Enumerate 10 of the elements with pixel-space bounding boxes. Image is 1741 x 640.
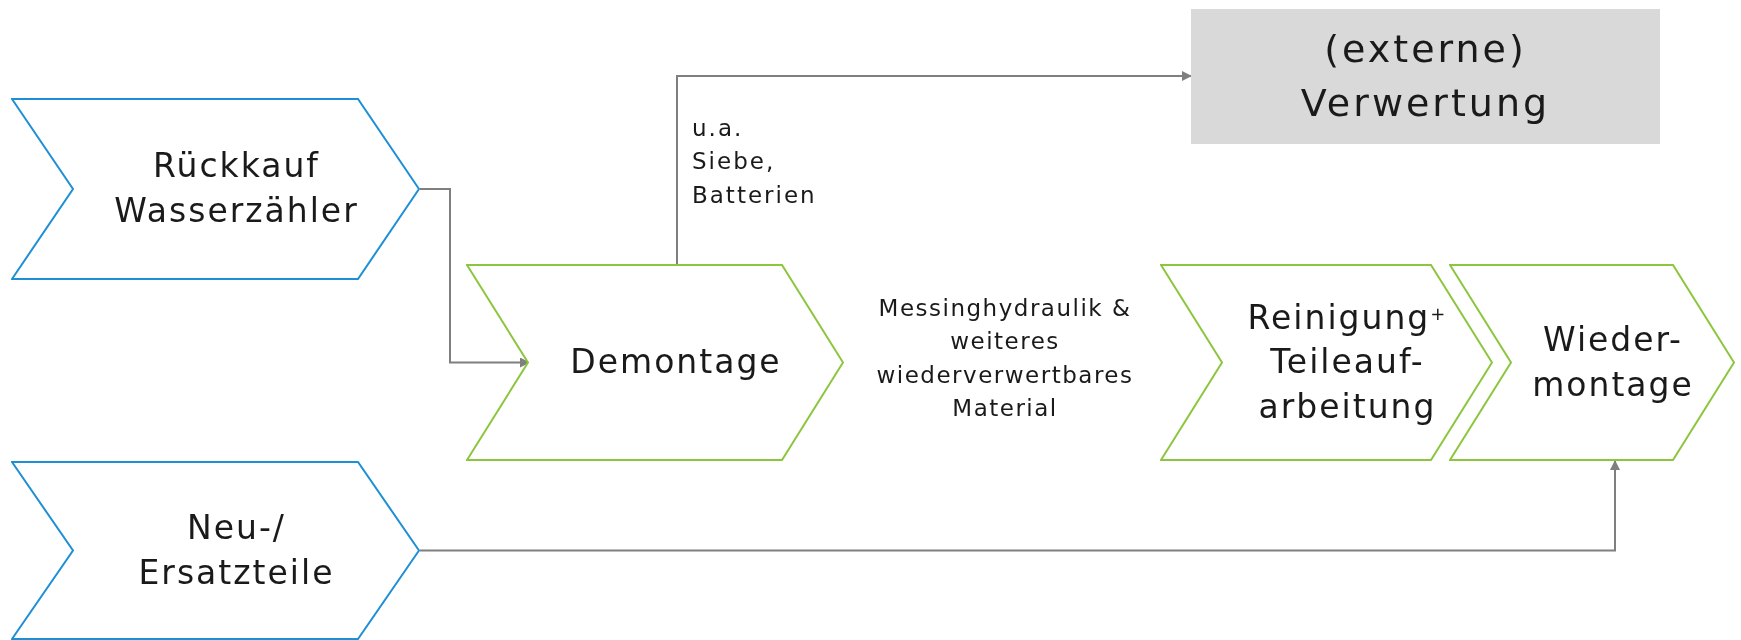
step-label: Wieder- montage <box>1532 318 1694 406</box>
output-label: (externe) Verwertung <box>1300 26 1551 127</box>
arrow <box>419 460 1620 552</box>
step-label: Rückkauf Wasserzähler <box>114 145 359 232</box>
step-label: Demontage <box>570 341 782 384</box>
flow-annotation: Messinghydraulik & weiteres wiederverwertbares Material <box>875 294 1135 424</box>
step-label: Reinigung$^{+}$ Teileauf- arbeitung <box>1247 296 1448 428</box>
arrow <box>676 71 1192 265</box>
step-label: Neu-/ Ersatzteile <box>138 506 335 594</box>
output-box <box>1191 9 1660 144</box>
